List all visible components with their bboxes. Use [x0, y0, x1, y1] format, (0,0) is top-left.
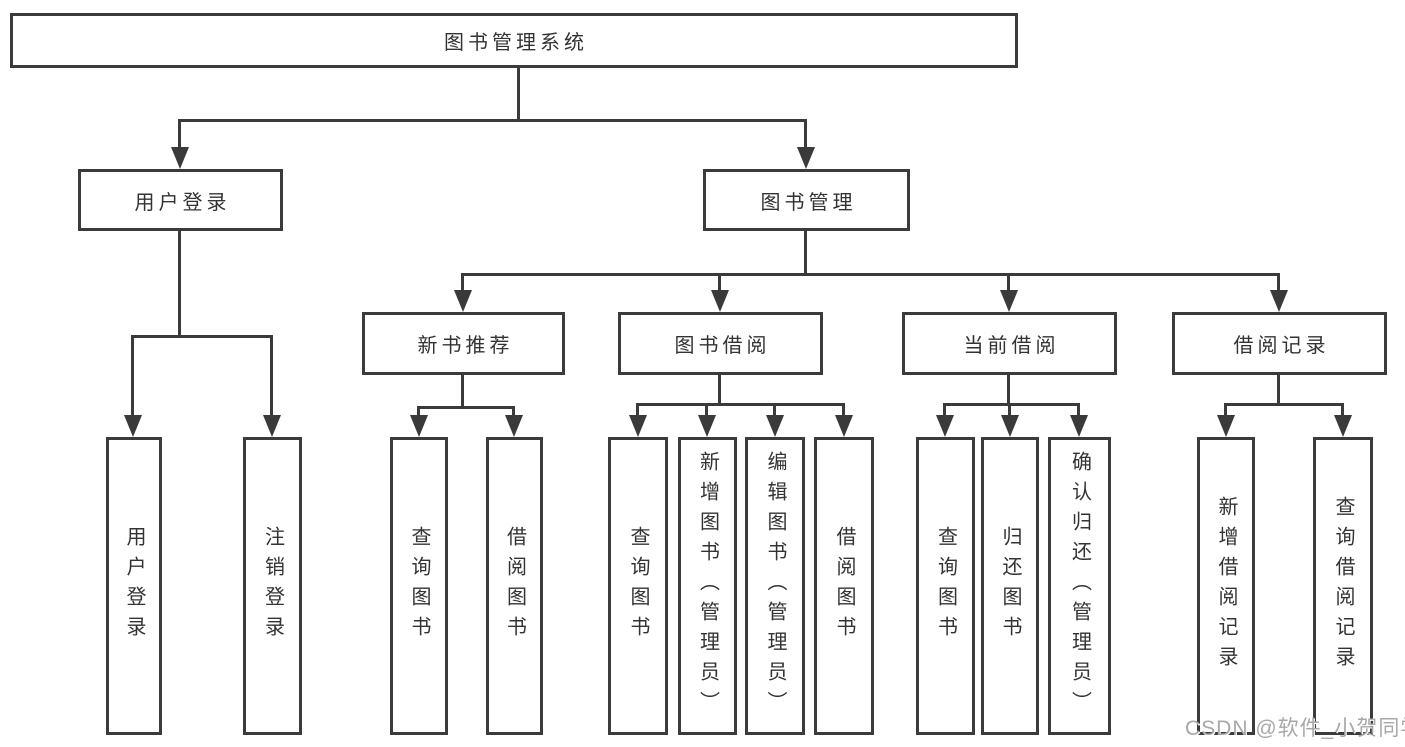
node-leaf-query-books-3: 查询图书 [916, 437, 975, 735]
arrowhead-down-icon [124, 415, 142, 437]
connector-line [178, 119, 181, 152]
node-book-management: 图书管理 [703, 169, 910, 231]
connector-line [1077, 403, 1080, 419]
node-leaf-borrow-books-1: 借阅图书 [486, 437, 543, 735]
connector-line [636, 403, 844, 406]
arrowhead-down-icon [454, 290, 472, 312]
leaf-label: 确认归还（管理员） [1068, 451, 1091, 721]
arrowhead-down-icon [505, 415, 523, 437]
node-leaf-return-books: 归还图书 [981, 437, 1039, 735]
connector-line [131, 335, 272, 338]
arrowhead-down-icon [1217, 415, 1235, 437]
leaf-label: 新增借阅记录 [1215, 496, 1237, 676]
leaf-label: 查询借阅记录 [1332, 496, 1354, 676]
arrowhead-down-icon [1000, 290, 1018, 312]
node-current-borrowing: 当前借阅 [902, 312, 1117, 375]
leaf-label: 用户登录 [123, 526, 145, 646]
connector-line [1224, 403, 1227, 419]
connector-line [1224, 403, 1343, 406]
connector-line [417, 406, 514, 409]
connector-line [461, 273, 1279, 276]
leaf-label: 编辑图书（管理员） [764, 451, 786, 721]
connector-line [270, 335, 273, 419]
leaf-label: 查询图书 [408, 526, 430, 646]
connector-line [178, 119, 807, 122]
leaf-label: 归还图书 [999, 526, 1021, 646]
arrowhead-down-icon [263, 415, 281, 437]
connector-line [842, 403, 845, 419]
arrowhead-down-icon [1270, 290, 1288, 312]
arrowhead-down-icon [698, 415, 716, 437]
node-leaf-query-books-1: 查询图书 [390, 437, 448, 735]
leaf-label: 查询图书 [934, 526, 957, 646]
connector-line [636, 403, 639, 419]
csdn-watermark: CSDN @软件_小贺同学 [1185, 717, 1405, 740]
node-new-book-recommend: 新书推荐 [362, 312, 565, 375]
connector-line [1341, 403, 1344, 419]
connector-line [718, 375, 721, 403]
node-leaf-add-borrow-record: 新增借阅记录 [1197, 437, 1255, 735]
connector-line [1277, 273, 1280, 293]
node-leaf-user-login: 用户登录 [106, 437, 162, 735]
connector-line [804, 119, 807, 152]
connector-line [417, 406, 420, 419]
arrowhead-down-icon [711, 290, 729, 312]
connector-line [1277, 375, 1280, 403]
connector-line [517, 68, 520, 119]
node-leaf-logout: 注销登录 [243, 437, 302, 735]
connector-line [461, 375, 464, 406]
arrowhead-down-icon [1334, 415, 1352, 437]
leaf-label: 注销登录 [261, 526, 284, 646]
connector-line [178, 231, 181, 335]
node-leaf-confirm-return-admin: 确认归还（管理员） [1048, 437, 1111, 735]
connector-line [512, 406, 515, 419]
node-leaf-add-books-admin: 新增图书（管理员） [678, 437, 737, 735]
node-user-login: 用户登录 [78, 169, 283, 231]
node-leaf-query-books-2: 查询图书 [608, 437, 668, 735]
connector-line [1008, 403, 1011, 419]
arrowhead-down-icon [1001, 415, 1019, 437]
connector-line [705, 403, 708, 419]
connector-line [718, 273, 721, 293]
connector-line [1007, 273, 1010, 293]
connector-line [461, 273, 464, 293]
arrowhead-down-icon [835, 415, 853, 437]
leaf-label: 借阅图书 [833, 526, 855, 646]
arrowhead-down-icon [1070, 415, 1088, 437]
arrowhead-down-icon [766, 415, 784, 437]
connector-line [804, 231, 807, 273]
node-book-borrowing: 图书借阅 [618, 312, 823, 375]
leaf-label: 新增图书（管理员） [696, 451, 719, 721]
arrowhead-down-icon [171, 147, 189, 169]
connector-line [131, 335, 134, 419]
connector-line [773, 403, 776, 419]
arrowhead-down-icon [629, 415, 647, 437]
node-root: 图书管理系统 [10, 13, 1018, 68]
arrowhead-down-icon [410, 415, 428, 437]
connector-line [1007, 375, 1010, 403]
arrowhead-down-icon [797, 147, 815, 169]
node-leaf-edit-books-admin: 编辑图书（管理员） [745, 437, 805, 735]
node-borrowing-records: 借阅记录 [1172, 312, 1387, 375]
node-leaf-borrow-books-2: 借阅图书 [814, 437, 874, 735]
leaf-label: 借阅图书 [503, 526, 526, 646]
leaf-label: 查询图书 [627, 526, 649, 646]
arrowhead-down-icon [936, 415, 954, 437]
connector-line [943, 403, 1079, 406]
node-leaf-query-borrow-record: 查询借阅记录 [1313, 437, 1373, 735]
connector-line [943, 403, 946, 419]
